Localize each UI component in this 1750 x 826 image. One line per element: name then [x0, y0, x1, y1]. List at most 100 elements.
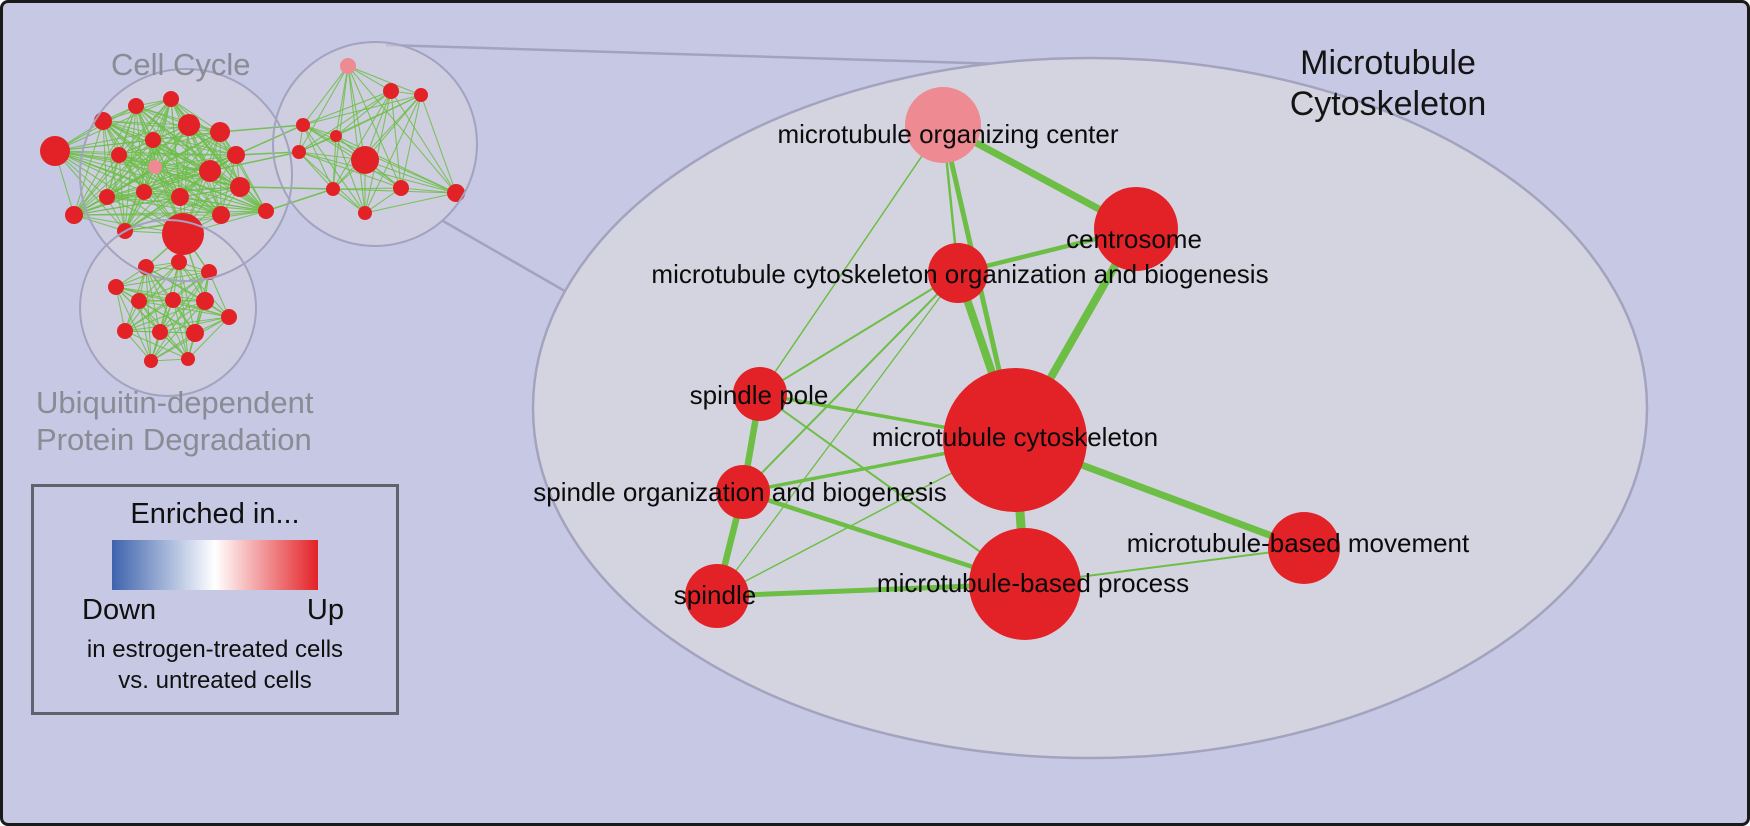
node-spindle-organization-and-biogenesis [716, 465, 770, 519]
mini-node [201, 264, 217, 280]
mini-edge [135, 105, 145, 193]
mini-edge [298, 65, 349, 153]
mini-edge [124, 299, 174, 332]
mini-edge [150, 271, 210, 362]
mini-node [148, 160, 162, 174]
mini-edge [302, 124, 457, 194]
mini-node [199, 160, 221, 182]
mini-edge [118, 154, 181, 198]
mini-edge [54, 105, 137, 152]
mini-edge [106, 196, 267, 212]
mini-edge [220, 154, 237, 216]
mini-node [227, 146, 245, 164]
mini-edge [124, 300, 206, 332]
mini-edge [302, 65, 349, 126]
cluster-label-ubiquitin-line2: Protein Degradation [36, 421, 312, 457]
legend-gradient-bar [112, 540, 318, 590]
mini-edge [159, 300, 206, 333]
mini-edge [420, 94, 457, 194]
legend-up-label: Up [306, 594, 344, 626]
mini-node [196, 292, 214, 310]
mini-edge [335, 135, 366, 214]
node-label-spindle: spindle [674, 580, 756, 610]
mini-edge [347, 65, 392, 92]
mini-node [144, 354, 158, 368]
mini-edge [124, 316, 230, 332]
mini-edge [298, 151, 334, 190]
mini-node [258, 203, 274, 219]
cluster-outline-cell-cycle [79, 68, 293, 282]
node-centrosome [1094, 187, 1178, 271]
mini-edge [54, 150, 126, 232]
mini-node [221, 309, 237, 325]
mini-node [136, 184, 152, 200]
figure-title-line2: Cytoskeleton [1289, 84, 1487, 123]
mini-edge [390, 90, 402, 189]
mini-node [210, 122, 230, 142]
mini-edge [124, 261, 180, 332]
cluster-outline-microtubule-cytoskeleton [272, 41, 478, 247]
mini-edge [347, 65, 366, 161]
node-spindle-pole [733, 367, 787, 421]
mini-edge [106, 170, 211, 198]
cluster-outline-ubiquitin [79, 219, 257, 397]
edge-microtubule-cytoskeleton-organization-and-biogenesis--spindle-organization-and-biogenesis [742, 272, 959, 493]
mini-cross-edge [265, 188, 334, 212]
figure-title-line1: Microtubule [1300, 44, 1476, 82]
mini-edge [179, 131, 221, 198]
node-label-microtubule-cytoskeleton-organization-and-biogenesis: microtubule cytoskeleton organization an… [651, 259, 1268, 289]
mini-node [212, 206, 230, 224]
mini-edge [187, 316, 230, 360]
mini-node [178, 114, 200, 136]
legend-scale-row: Down Up [34, 590, 396, 627]
legend-box: Enriched in... Down Up in estrogen-treat… [31, 484, 399, 715]
mini-edge [124, 170, 211, 232]
legend-caption-line1: in estrogen-treated cells [86, 636, 344, 663]
mini-edge [73, 120, 104, 216]
mini-edge [135, 105, 221, 133]
mini-edge [73, 124, 190, 216]
mini-node [163, 91, 179, 107]
mini-node [414, 88, 428, 102]
mini-edge [138, 300, 152, 362]
mini-edge [347, 65, 457, 194]
mini-node [165, 292, 181, 308]
mini-edge [118, 131, 221, 156]
node-spindle [685, 564, 749, 628]
mini-node [171, 188, 189, 206]
node-label-microtubule-based-process: microtubule-based process [877, 568, 1189, 598]
mini-edge [73, 154, 120, 216]
mini-node [383, 83, 399, 99]
node-label-centrosome: centrosome [1066, 224, 1202, 254]
mini-node [117, 323, 133, 339]
mini-cross-edge [219, 124, 304, 133]
mini-edge [178, 261, 196, 334]
mini-edge [118, 98, 172, 156]
mini-node [108, 279, 124, 295]
cluster-label-ubiquitin: Ubiquitin-dependent Protein Degradation [36, 385, 314, 458]
mini-node [186, 324, 204, 342]
node-label-microtubule-cytoskeleton: microtubule cytoskeleton [872, 422, 1158, 452]
mini-edge [138, 261, 180, 302]
mini-edge [115, 271, 210, 288]
mini-edge [364, 159, 457, 194]
mini-edge [154, 154, 237, 168]
mini-node [131, 293, 147, 309]
mini-cross-edge [235, 124, 304, 156]
cluster-label-ubiquitin-line1: Ubiquitin-dependent [36, 385, 314, 420]
mini-edge [208, 271, 230, 318]
node-microtubule-cytoskeleton-organization-and-biogenesis [928, 243, 988, 303]
cluster-label-cell-cycle-text: Cell Cycle [111, 47, 251, 82]
mini-edge [143, 191, 267, 212]
mini-edge [152, 131, 221, 141]
mini-edge [73, 139, 154, 216]
mini-edge [145, 266, 161, 333]
node-microtubule-based-process [969, 528, 1081, 640]
zoom-connector-line [385, 43, 1034, 67]
mini-edge [106, 124, 190, 198]
mini-edge [150, 300, 206, 362]
mini-edge [73, 196, 181, 216]
mini-node [152, 324, 168, 340]
mini-cross-edge [235, 151, 300, 156]
